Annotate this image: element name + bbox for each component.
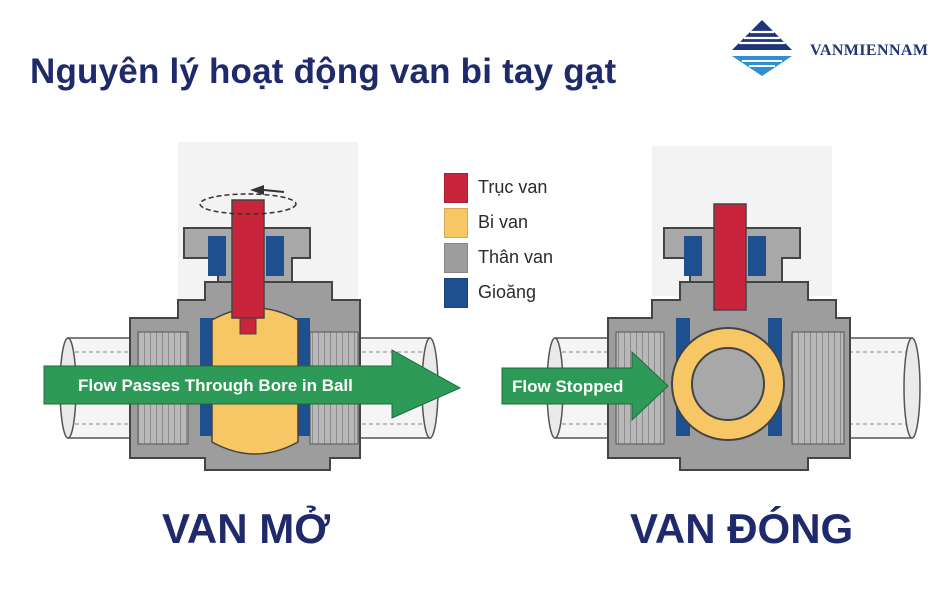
closed-valve-drawing: Flow Stopped xyxy=(501,146,921,471)
legend-label: Thân van xyxy=(478,247,554,267)
open-valve-drawing: Flow Passes Through Bore in Ball xyxy=(43,142,462,471)
open-flow-label: Flow Passes Through Bore in Ball xyxy=(78,376,353,395)
open-stem xyxy=(231,199,265,319)
closed-valve-caption: VAN ĐÓNG xyxy=(630,505,854,552)
closed-stem xyxy=(713,203,747,311)
legend-swatch xyxy=(444,172,468,203)
closed-flow-label: Flow Stopped xyxy=(512,377,623,396)
legend-label: Trục van xyxy=(478,177,548,197)
legend-item-ball: Bi van xyxy=(444,205,553,240)
logo-text: VANMIENNAM xyxy=(810,42,929,59)
legend-item-stem: Trục van xyxy=(444,170,553,205)
open-flow-arrow xyxy=(43,349,462,419)
legend-swatch xyxy=(444,242,468,273)
closed-flow-arrow xyxy=(501,350,669,422)
open-valve-caption: VAN MỞ xyxy=(162,505,331,552)
legend-swatch xyxy=(444,207,468,238)
page-title: Nguyên lý hoạt động van bi tay gạt xyxy=(30,52,617,91)
legend-label: Gioăng xyxy=(478,282,537,302)
legend: Trục van Bi van Thân van Gioăng xyxy=(444,170,553,310)
closed-valve-body xyxy=(607,227,851,471)
legend-item-seal: Gioăng xyxy=(444,275,553,310)
brand-logo: VANMIENNAM xyxy=(722,14,942,84)
legend-swatch xyxy=(444,277,468,308)
legend-label: Bi van xyxy=(478,212,529,232)
rotation-icon xyxy=(199,193,297,215)
logo-icon xyxy=(732,20,792,76)
closed-ball-bore xyxy=(691,347,765,421)
legend-item-body: Thân van xyxy=(444,240,553,275)
